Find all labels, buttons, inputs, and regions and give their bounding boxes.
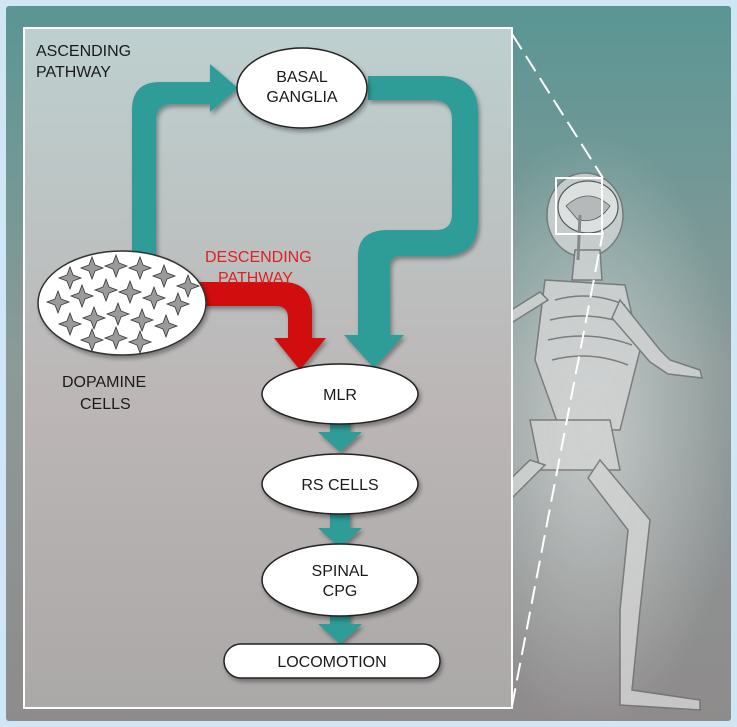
- ascending-pathway-arrows: [100, 64, 478, 644]
- rs-cells-label: RS CELLS: [301, 477, 378, 494]
- descending-pathway-arrow: [198, 282, 326, 370]
- ascending-pathway-label-2: PATHWAY: [36, 64, 111, 81]
- zoom-line-bottom: [511, 231, 604, 707]
- locomotion-label: LOCOMOTION: [277, 654, 386, 671]
- descending-pathway-label-2: PATHWAY: [218, 270, 293, 287]
- dopamine-cells-label-2: CELLS: [80, 396, 131, 413]
- basal-ganglia-label-1: BASAL: [276, 69, 328, 86]
- rs-cells-node: [261, 453, 419, 515]
- mlr-node: [261, 363, 419, 425]
- basal-ganglia-node: [236, 47, 368, 129]
- zoom-line-top: [511, 33, 604, 179]
- brain-highlight-box: [555, 177, 603, 235]
- mlr-label: MLR: [323, 387, 357, 404]
- basal-ganglia-label-2: GANGLIA: [266, 89, 337, 106]
- locomotion-node: [223, 643, 441, 679]
- spinal-cpg-label-2: CPG: [323, 583, 358, 600]
- spinal-cpg-node: [261, 543, 419, 617]
- inset-panel: [23, 27, 513, 709]
- ascending-pathway-label-1: ASCENDING: [36, 43, 131, 60]
- descending-pathway-label-1: DESCENDING: [205, 249, 312, 266]
- dopamine-cells-label-1: DOPAMINE: [62, 374, 146, 391]
- spinal-cpg-label-1: SPINAL: [312, 563, 369, 580]
